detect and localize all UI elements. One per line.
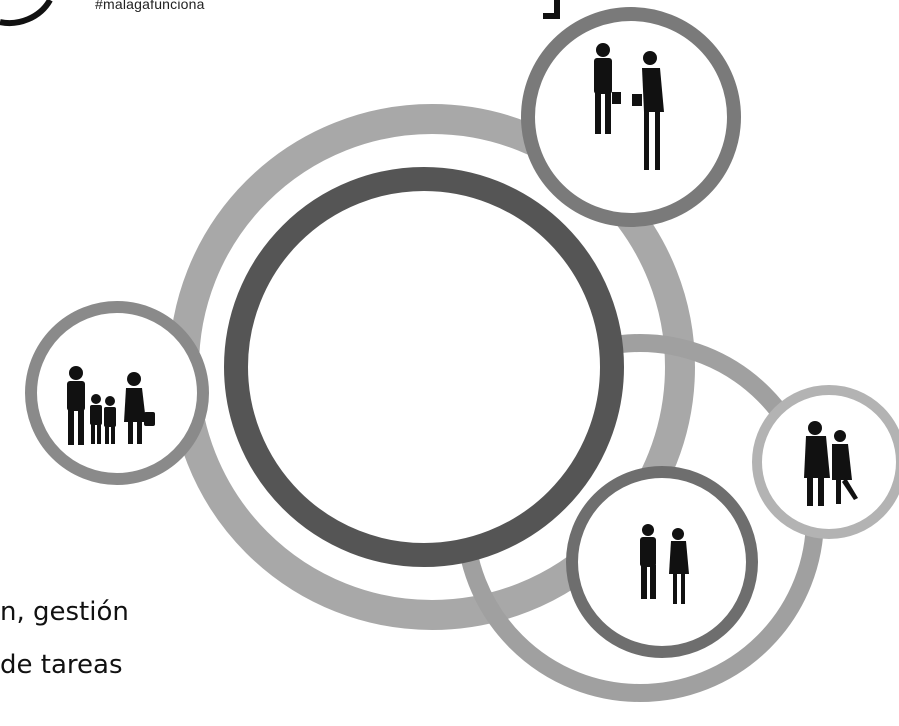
- bracket-fragment: [543, 0, 560, 19]
- hashtag-label: #malagafunciona: [95, 0, 205, 12]
- business-people-icon: [594, 43, 664, 170]
- elderly-care-icon: [804, 421, 858, 506]
- node-elderly-care: [752, 385, 899, 539]
- professionals-icon: [640, 524, 689, 604]
- node-family: [25, 301, 209, 485]
- node-business-people: [521, 7, 741, 227]
- body-text-line-1: n, gestión: [0, 597, 129, 627]
- logo-fragment: [0, 0, 53, 26]
- inner-ring: [224, 167, 624, 567]
- body-text-line-2: de tareas: [0, 650, 123, 680]
- node-professionals: [566, 466, 758, 658]
- family-icon: [67, 366, 155, 445]
